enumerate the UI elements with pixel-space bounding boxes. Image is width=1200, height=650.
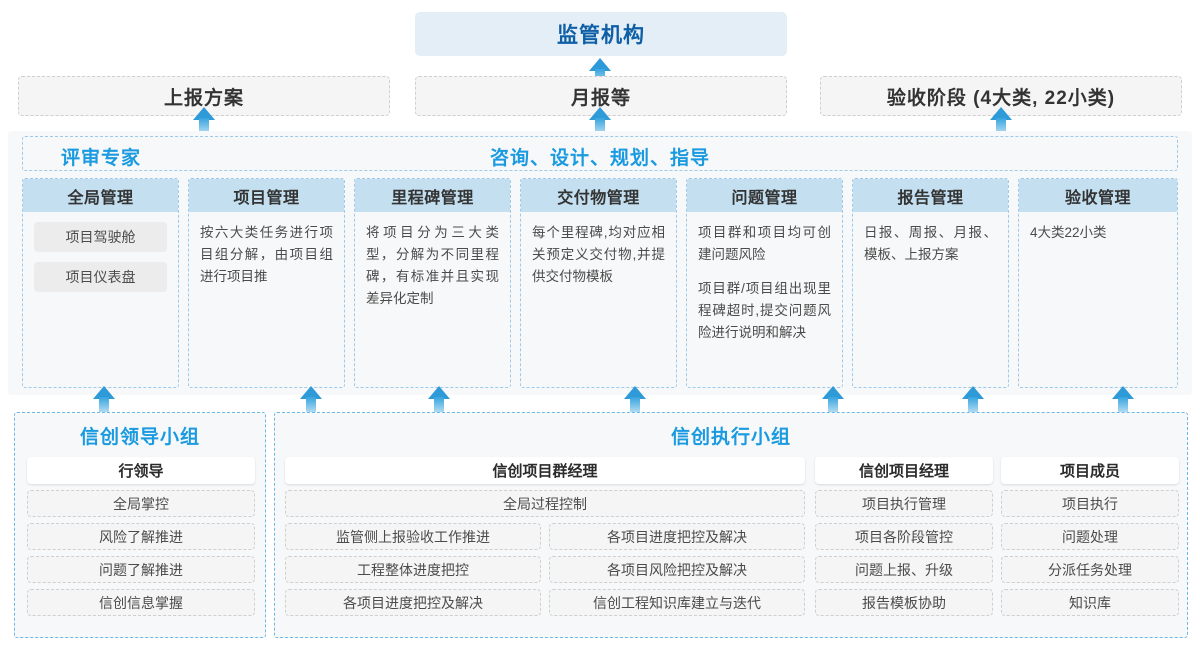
task-chip[interactable]: 问题上报、升级 [815, 556, 993, 583]
task-chip[interactable]: 全局掌控 [27, 490, 255, 517]
role-header: 信创项目群经理 [285, 457, 805, 484]
arrow-up-global [93, 386, 115, 414]
banner-label-consulting: 咨询、设计、规划、指导 [489, 148, 711, 169]
arrow-up-plan [193, 107, 215, 135]
column-header: 里程碑管理 [355, 179, 510, 212]
arrow-up-acceptance-mgmt [1112, 386, 1134, 414]
task-chip[interactable]: 报告模板协助 [815, 589, 993, 616]
task-chip[interactable]: 监管侧上报验收工作推进 [285, 523, 541, 550]
task-chip[interactable]: 问题了解推进 [27, 556, 255, 583]
column-header: 交付物管理 [521, 179, 676, 212]
column-text: 项目群和项目均可创建问题风险 [698, 225, 831, 262]
task-chip[interactable]: 信创信息掌握 [27, 589, 255, 616]
pill-project-dashboard[interactable]: 项目仪表盘 [34, 262, 167, 292]
role-column-project-manager: 信创项目经理 项目执行管理 项目各阶段管控 问题上报、升级 报告模板协助 [815, 457, 993, 616]
management-column-acceptance[interactable]: 验收管理 4大类22小类 [1018, 178, 1178, 388]
arrow-up-issue [822, 386, 844, 414]
task-chip[interactable]: 项目执行 [1001, 490, 1179, 517]
column-text: 项目群/项目组出现里程碑超时,提交问题风险进行说明和解决 [698, 281, 831, 340]
column-header: 全局管理 [23, 179, 178, 212]
column-text: 日报、周报、月报、模板、上报方案 [864, 225, 997, 262]
task-chip[interactable]: 全局过程控制 [285, 490, 805, 517]
task-chip[interactable]: 工程整体进度把控 [285, 556, 541, 583]
role-column-program-manager: 信创项目群经理 全局过程控制 监管侧上报验收工作推进 各项目进度把控及解决 工程… [285, 457, 805, 616]
column-text: 按六大类任务进行项目组分解，由项目组进行项目推 [200, 225, 333, 284]
role-header: 行领导 [27, 457, 255, 484]
task-chip[interactable]: 项目执行管理 [815, 490, 993, 517]
leading-group-panel: 信创领导小组 行领导 全局掌控 风险了解推进 问题了解推进 信创信息掌握 [14, 412, 266, 638]
task-chip[interactable]: 风险了解推进 [27, 523, 255, 550]
banner-label-reviewers: 评审专家 [61, 148, 142, 169]
management-banner: 评审专家 咨询、设计、规划、指导 [22, 136, 1178, 171]
column-header: 项目管理 [189, 179, 344, 212]
management-column-issue[interactable]: 问题管理 项目群和项目均可创建问题风险 项目群/项目组出现里程碑超时,提交问题风… [686, 178, 843, 388]
role-header: 项目成员 [1001, 457, 1179, 484]
column-header: 验收管理 [1019, 179, 1177, 212]
role-header: 信创项目经理 [815, 457, 993, 484]
task-chip[interactable]: 项目各阶段管控 [815, 523, 993, 550]
task-chip[interactable]: 问题处理 [1001, 523, 1179, 550]
arrow-up-report [962, 386, 984, 414]
role-column-project-member: 项目成员 项目执行 问题处理 分派任务处理 知识库 [1001, 457, 1179, 616]
arrow-up-deliverable [624, 386, 646, 414]
management-column-milestone[interactable]: 里程碑管理 将项目分为三大类型，分解为不同里程碑，有标准并且实现差异化定制 [354, 178, 511, 388]
column-header: 报告管理 [853, 179, 1008, 212]
management-column-project[interactable]: 项目管理 按六大类任务进行项目组分解，由项目组进行项目推 [188, 178, 345, 388]
task-chip[interactable]: 各项目进度把控及解决 [285, 589, 541, 616]
column-text: 将项目分为三大类型，分解为不同里程碑，有标准并且实现差异化定制 [366, 225, 499, 306]
task-chip[interactable]: 分派任务处理 [1001, 556, 1179, 583]
task-chip[interactable]: 信创工程知识库建立与迭代 [549, 589, 805, 616]
management-panel: 评审专家 咨询、设计、规划、指导 全局管理 项目驾驶舱 项目仪表盘 项目管理 按… [8, 131, 1192, 395]
exec-group-panel: 信创执行小组 信创项目群经理 全局过程控制 监管侧上报验收工作推进 各项目进度把… [274, 412, 1188, 638]
column-text: 4大类22小类 [1030, 225, 1107, 240]
role-column-bank-leader: 行领导 全局掌控 风险了解推进 问题了解推进 信创信息掌握 [27, 457, 255, 616]
column-header: 问题管理 [687, 179, 842, 212]
exec-group-title: 信创执行小组 [670, 427, 791, 448]
arrow-up-acceptance [990, 107, 1012, 135]
pill-project-cockpit[interactable]: 项目驾驶舱 [34, 222, 167, 252]
task-chip[interactable]: 各项目风险把控及解决 [549, 556, 805, 583]
leading-group-title: 信创领导小组 [79, 427, 200, 448]
management-column-report[interactable]: 报告管理 日报、周报、月报、模板、上报方案 [852, 178, 1009, 388]
management-column-global[interactable]: 全局管理 项目驾驶舱 项目仪表盘 [22, 178, 179, 388]
arrow-up-project [300, 386, 322, 414]
task-chip[interactable]: 知识库 [1001, 589, 1179, 616]
arrow-up-monthly [589, 107, 611, 135]
management-column-deliverable[interactable]: 交付物管理 每个里程碑,均对应相关预定义交付物,并提供交付物模板 [520, 178, 677, 388]
column-text: 每个里程碑,均对应相关预定义交付物,并提供交付物模板 [532, 225, 665, 284]
arrow-up-milestone [428, 386, 450, 414]
task-chip[interactable]: 各项目进度把控及解决 [549, 523, 805, 550]
regulator-box: 监管机构 [415, 12, 787, 56]
